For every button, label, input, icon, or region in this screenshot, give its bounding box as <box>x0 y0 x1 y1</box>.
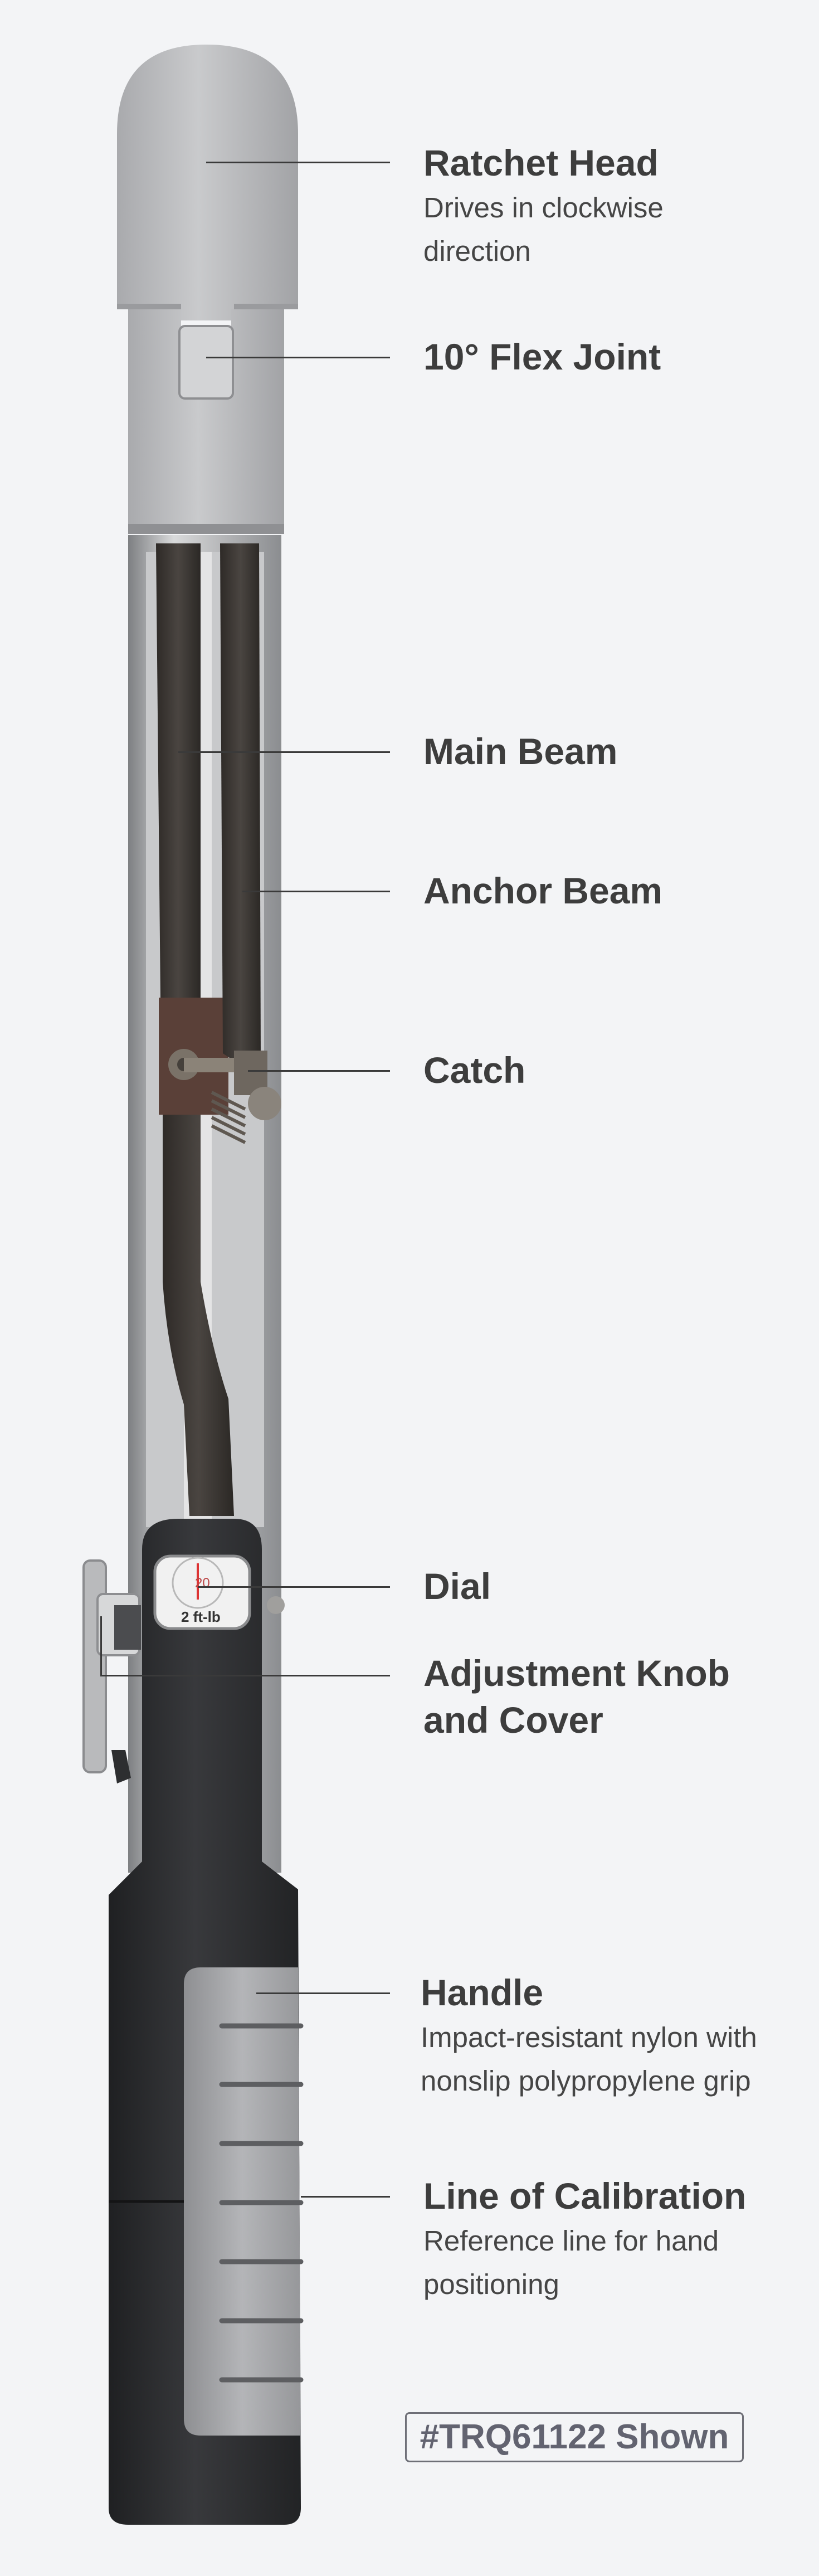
label-title: Dial <box>423 1566 491 1607</box>
label-title: Adjustment Knob and Cover <box>423 1652 730 1741</box>
label-handle: Handle Impact-resistant nylon with nonsl… <box>421 1969 805 2103</box>
leader-anchor-beam <box>242 891 390 892</box>
label-line-of-calibration: Line of Calibration Reference line for h… <box>423 2172 758 2306</box>
main-beam <box>156 543 201 998</box>
label-ratchet-head: Ratchet Head Drives in clockwise directi… <box>423 139 735 273</box>
label-flex-joint: 10° Flex Joint <box>423 333 758 380</box>
dial-reading: 2 ft-lb <box>181 1608 221 1625</box>
main-beam-lower <box>163 1115 234 1516</box>
label-title: Main Beam <box>423 731 618 772</box>
label-title: Handle <box>421 1972 544 2013</box>
dial-value: 20 <box>195 1576 210 1591</box>
model-badge: #TRQ61122 Shown <box>405 2412 744 2462</box>
label-title: Line of Calibration <box>423 2175 747 2217</box>
leader-main-beam <box>178 751 390 753</box>
label-anchor-beam: Anchor Beam <box>423 867 758 914</box>
leader-ratchet-head <box>206 162 390 163</box>
leader-calibration <box>301 2196 390 2198</box>
leader-flex-joint <box>206 357 390 358</box>
flex-joint <box>128 309 284 532</box>
leader-adjustment-knob-stem <box>100 1616 102 1676</box>
anchor-beam <box>220 543 261 1059</box>
label-dial: Dial <box>423 1563 758 1610</box>
leader-catch <box>248 1070 390 1072</box>
label-title: Catch <box>423 1049 526 1091</box>
label-catch: Catch <box>423 1047 758 1093</box>
label-title: 10° Flex Joint <box>423 336 661 377</box>
leader-adjustment-knob <box>100 1675 390 1676</box>
adjustment-knob <box>82 1559 141 1783</box>
label-desc: Drives in clockwise direction <box>423 192 664 267</box>
ratchet-head <box>117 45 298 320</box>
handle-grip <box>184 1967 304 2436</box>
label-desc: Reference line for hand positioning <box>423 2225 719 2300</box>
label-main-beam: Main Beam <box>423 728 758 775</box>
catch-mechanism <box>168 1049 281 1144</box>
leader-dial <box>198 1586 390 1588</box>
label-title: Ratchet Head <box>423 142 659 183</box>
dial: 20 2 ft-lb <box>153 1554 285 1630</box>
label-desc: Impact-resistant nylon with nonslip poly… <box>421 2021 757 2097</box>
label-title: Anchor Beam <box>423 870 663 911</box>
leader-handle <box>256 1992 390 1994</box>
label-adjustment-knob: Adjustment Knob and Cover <box>423 1650 735 1743</box>
